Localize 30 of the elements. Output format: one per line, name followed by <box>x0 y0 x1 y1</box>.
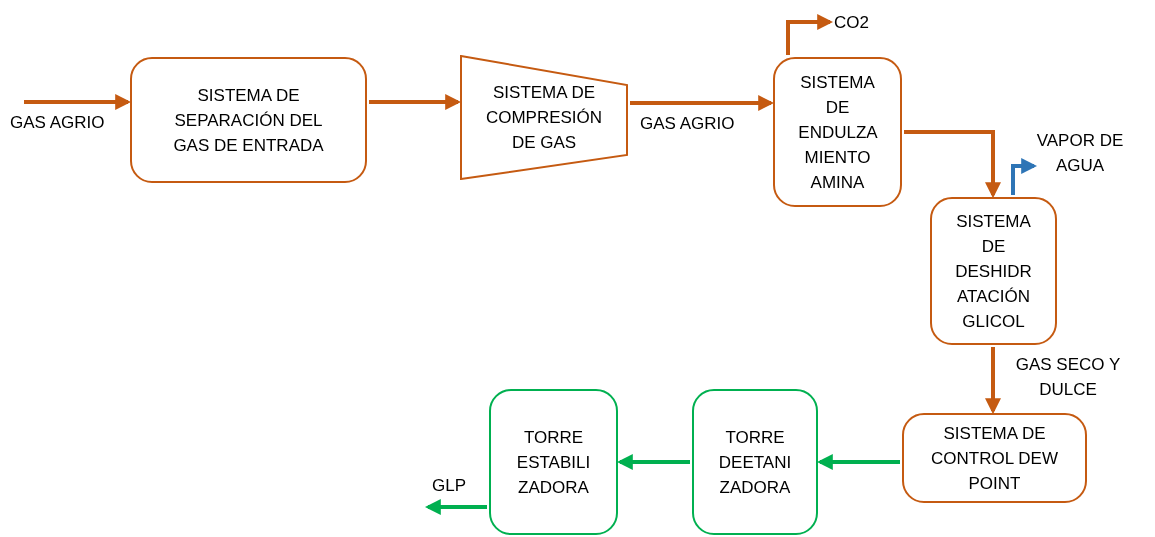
arrow <box>985 347 1001 415</box>
process-box <box>773 57 902 207</box>
process-box <box>489 389 618 535</box>
compressor-trapezoid <box>460 55 628 180</box>
arrow <box>369 94 462 110</box>
process-box <box>692 389 818 535</box>
arrow <box>786 14 834 55</box>
box-label: SISTEMA DE COMPRESIÓN DE GAS <box>484 82 604 154</box>
arrow <box>1011 158 1038 195</box>
box-label: SISTEMA DE ENDULZA MIENTO AMINA <box>797 71 879 194</box>
arrow <box>630 95 775 111</box>
box-label: SISTEMA DE CONTROL DEW POINT <box>930 422 1059 495</box>
edge-label: GAS AGRIO <box>10 112 106 134</box>
edge-label: GLP <box>432 475 468 497</box>
process-box <box>930 197 1057 345</box>
arrow <box>24 94 132 110</box>
arrow <box>816 454 900 470</box>
edge-label: VAPOR DE AGUA <box>1035 130 1125 177</box>
box-label: TORRE ESTABILI ZADORA <box>515 426 592 499</box>
arrow <box>904 130 1001 199</box>
box-label: SISTEMA DE DESHIDR ATACIÓN GLICOL <box>954 210 1033 333</box>
edge-label: CO2 <box>834 12 870 34</box>
process-box <box>130 57 367 183</box>
edge-label: GAS SECO Y DULCE <box>1014 354 1122 401</box>
box-label: SISTEMA DE SEPARACIÓN DEL GAS DE ENTRADA <box>172 84 325 157</box>
edge-label: GAS AGRIO <box>640 113 736 135</box>
arrow <box>424 499 487 515</box>
arrow <box>616 454 690 470</box>
box-label: TORRE DEETANI ZADORA <box>717 426 793 499</box>
process-box <box>902 413 1087 503</box>
